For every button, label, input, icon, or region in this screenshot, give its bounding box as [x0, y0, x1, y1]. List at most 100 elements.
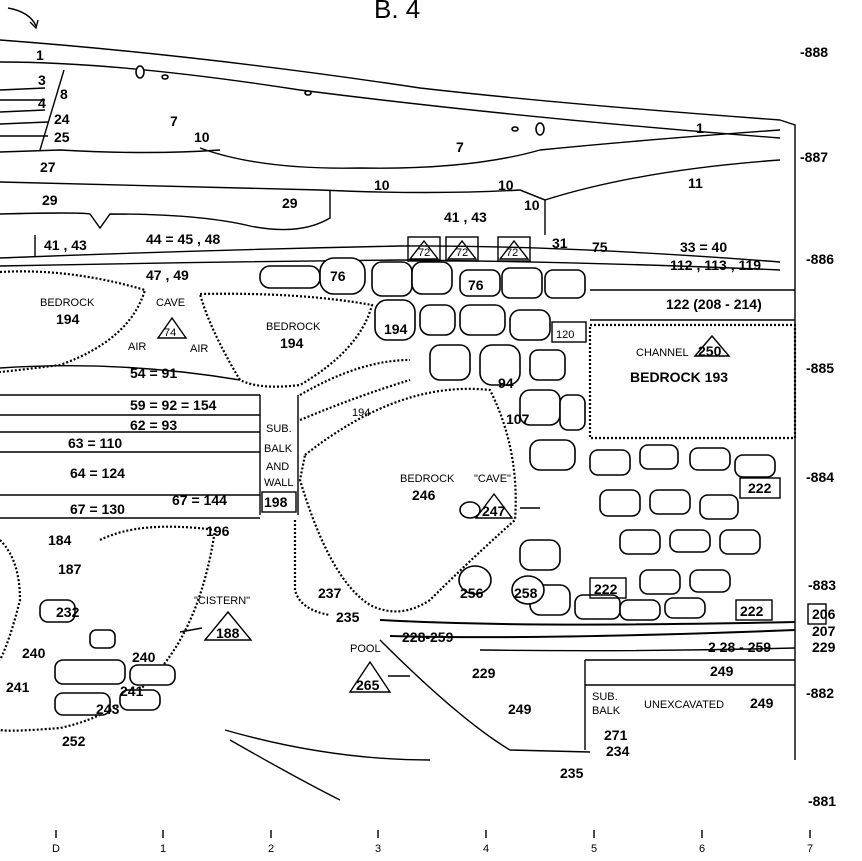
word-label: CAVE — [156, 297, 185, 309]
grid-scale: D 1 2 3 4 5 6 7 — [52, 830, 813, 855]
grid-tick: 6 — [699, 843, 705, 855]
locus-label: 10 — [374, 177, 390, 193]
locus-label: 234 — [606, 743, 630, 759]
locus-label: 240 — [22, 645, 46, 661]
grid-tick: D — [52, 843, 60, 855]
word-label: BALK — [264, 443, 293, 455]
grid-tick: 1 — [160, 843, 166, 855]
locus-label: 194 — [384, 321, 408, 337]
locus-label: 187 — [58, 561, 82, 577]
locus-label: 10 — [498, 177, 514, 193]
locus-label: 76 — [330, 268, 346, 284]
locus-label: 235 — [560, 765, 584, 781]
locus-label: 1 — [36, 47, 44, 63]
locus-label: 252 — [62, 733, 86, 749]
elevation-label: -885 — [806, 360, 834, 376]
elevation-label: -883 — [808, 577, 836, 593]
locus-label: 107 — [506, 411, 530, 427]
locus-labels: 1 3 4 8 24 25 27 7 7 10 10 10 10 1 11 29… — [6, 47, 836, 781]
locus-label: 258 — [514, 585, 538, 601]
locus-label: 47 , 49 — [146, 267, 189, 283]
locus-label: 247 — [482, 503, 506, 519]
locus-label: 1 — [696, 120, 704, 136]
elevation-label: -882 — [806, 685, 834, 701]
locus-label: 29 — [282, 195, 298, 211]
locus-markers — [156, 236, 827, 693]
locus-label: 7 — [170, 113, 178, 129]
locus-label: 240 — [132, 649, 156, 665]
word-label: CHANNEL — [636, 347, 689, 359]
locus-label: 194 — [280, 335, 304, 351]
locus-label: 229 — [472, 665, 496, 681]
locus-label: 188 — [216, 625, 240, 641]
locus-label: 2 28 - 259 — [708, 639, 771, 655]
locus-label: 249 — [710, 663, 734, 679]
locus-label: 271 — [604, 727, 628, 743]
locus-label: 75 — [592, 239, 608, 255]
locus-label: 250 — [698, 343, 722, 359]
locus-label: 184 — [48, 532, 72, 548]
locus-label: 198 — [264, 494, 288, 510]
locus-label: 67 = 144 — [172, 492, 227, 508]
locus-label: 76 — [468, 277, 484, 293]
locus-label: 63 = 110 — [68, 435, 122, 451]
word-label: WALL — [264, 477, 294, 489]
elevation-label: -884 — [806, 469, 834, 485]
locus-label: 241 — [6, 679, 30, 695]
word-label: "CISTERN" — [194, 595, 250, 607]
locus-label: 229 — [812, 639, 836, 655]
locus-label: 228-259 — [402, 629, 454, 645]
grid-tick: 4 — [483, 843, 489, 855]
locus-label: 64 = 124 — [70, 465, 125, 481]
locus-label: 10 — [524, 197, 540, 213]
locus-label: 59 = 92 = 154 — [130, 397, 217, 413]
word-label: BALK — [592, 705, 621, 717]
elevation-label: -881 — [808, 793, 836, 809]
word-label: SUB. — [592, 691, 618, 703]
word-label: BEDROCK — [40, 297, 95, 309]
word-label: AND — [266, 461, 289, 473]
locus-label: 237 — [318, 585, 342, 601]
locus-label: 10 — [194, 129, 210, 145]
elevation-scale: -888 -887 -886 -885 -884 -883 -882 -881 — [800, 44, 836, 809]
locus-label: 8 — [60, 86, 68, 102]
grid-tick: 3 — [375, 843, 381, 855]
locus-label: 33 = 40 — [680, 239, 727, 255]
word-label: POOL — [350, 643, 381, 655]
locus-label: 249 — [508, 701, 532, 717]
locus-label: 243 — [96, 701, 120, 717]
locus-label: 222 — [748, 480, 772, 496]
locus-label: 44 = 45 , 48 — [146, 231, 221, 247]
locus-label: 120 — [556, 329, 574, 341]
locus-label: 54 = 91 — [130, 365, 177, 381]
elevation-label: -886 — [806, 251, 834, 267]
word-label: UNEXCAVATED — [644, 699, 724, 711]
locus-label: 41 , 43 — [44, 237, 87, 253]
locus-label: 222 — [594, 581, 618, 597]
locus-label: 265 — [356, 677, 380, 693]
elevation-label: -888 — [800, 44, 828, 60]
locus-label: 206 — [812, 606, 836, 622]
locus-label: 194 — [56, 311, 80, 327]
locus-label: 3 — [38, 72, 46, 88]
elevation-label: -887 — [800, 149, 828, 165]
locus-label: 241 — [120, 683, 144, 699]
locus-label: 249 — [750, 695, 774, 711]
locus-label: 74 — [164, 327, 176, 339]
locus-label: 196 — [206, 523, 230, 539]
locus-label: 24 — [54, 111, 70, 127]
locus-label: 41 , 43 — [444, 209, 487, 225]
section-title: B. 4 — [374, 0, 420, 24]
locus-label: 31 — [552, 235, 568, 251]
word-label: AIR — [190, 343, 208, 355]
word-label: "CAVE" — [474, 473, 511, 485]
locus-label: 72 — [418, 247, 430, 259]
locus-label: 235 — [336, 609, 360, 625]
word-label: BEDROCK — [400, 473, 455, 485]
locus-label: 207 — [812, 623, 836, 639]
locus-label: 7 — [456, 139, 464, 155]
locus-label: 11 — [688, 175, 703, 191]
locus-label: 232 — [56, 604, 80, 620]
layer-lines — [0, 7, 796, 801]
